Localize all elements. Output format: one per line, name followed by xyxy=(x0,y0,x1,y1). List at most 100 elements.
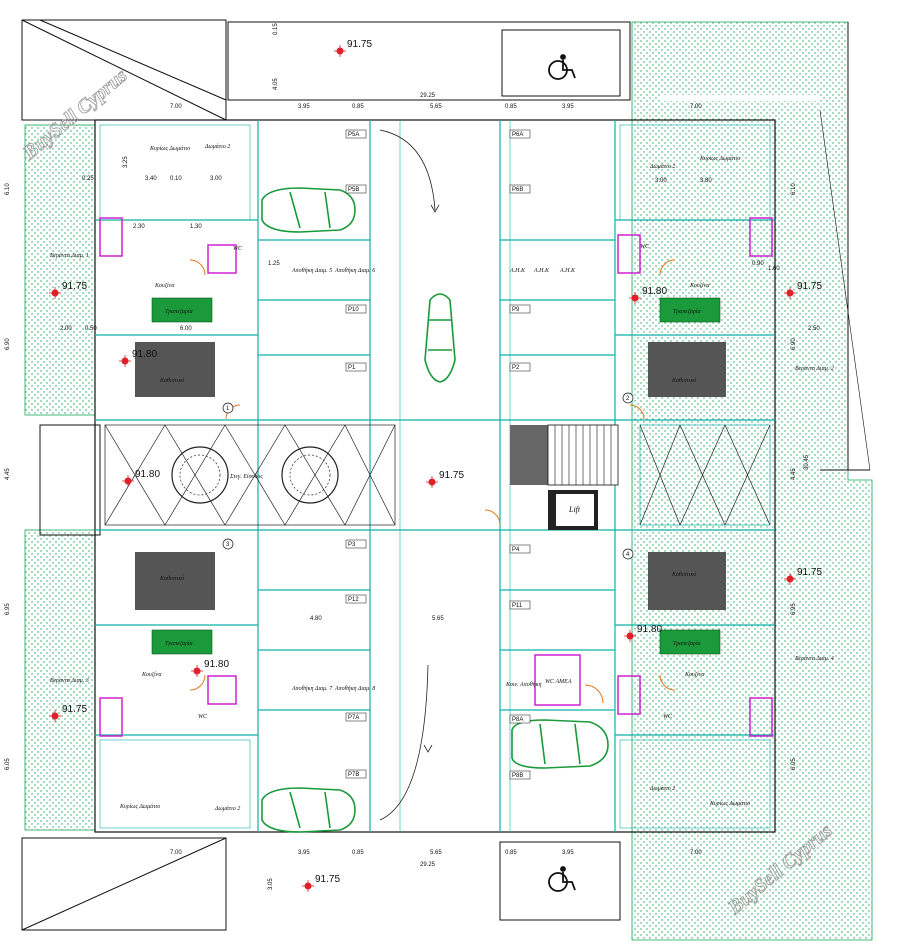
dim-bottom: 0.85 xyxy=(352,850,364,856)
parking-label: P6B xyxy=(512,187,523,193)
level-text-top: 91.75 xyxy=(347,39,372,50)
veranda-label-4: Βεράντα Διαμ. 4 xyxy=(795,655,834,662)
garden-areas xyxy=(24,21,873,941)
living-furniture xyxy=(135,342,726,610)
parking-space-P11: P11 xyxy=(509,600,531,610)
parking-space-P6B: P6B xyxy=(509,184,531,194)
dim-top-total: 29.25 xyxy=(420,93,436,99)
parking-space-P5B: P5B xyxy=(345,184,367,194)
dim-top: 0.85 xyxy=(352,104,364,110)
bedroom2-label-2: Δωμάτιο 2 xyxy=(649,164,675,170)
parking-space-P4: P4 xyxy=(509,544,531,554)
dining-label-2: Τραπεζαρία xyxy=(673,308,702,315)
dim-misc: 4.80 xyxy=(310,616,322,622)
level-text-flat1: 91.80 xyxy=(132,349,157,360)
dim-top: 7.00 xyxy=(170,104,182,110)
wc-amea-label: WC ΑΜΕΑ xyxy=(545,679,572,685)
dim-left: 4.45 xyxy=(5,468,11,480)
dim-misc: 3.00 xyxy=(655,178,667,184)
dim-left: 6.10 xyxy=(5,183,11,195)
veranda-label-3: Βεράντα Διαμ. 3 xyxy=(50,678,89,684)
flat-numbers: 1 2 3 4 xyxy=(222,392,634,560)
dim-misc: 0.90 xyxy=(752,261,764,267)
driveway-arrows xyxy=(379,129,440,821)
parking-space-P9: P9 xyxy=(509,304,531,314)
meter-label-3: Α.Η.Κ xyxy=(559,268,576,274)
level-text-left_garden_top: 91.75 xyxy=(62,281,87,292)
flat-number-3: 3 xyxy=(226,542,230,548)
dim-misc: 3.40 xyxy=(145,176,157,182)
dim-left: 6.90 xyxy=(5,338,11,350)
level-text-flat4: 91.80 xyxy=(637,624,662,635)
living-label-2: Καθιστικό xyxy=(671,378,696,384)
dim-misc: 0.50 xyxy=(85,326,97,332)
dim-bottom: 7.00 xyxy=(690,850,702,856)
living-label-1: Καθιστικό xyxy=(159,378,184,384)
dim-misc: 1.60 xyxy=(768,266,780,272)
parking-space-P10: P10 xyxy=(345,304,367,314)
accessible-parking-icon xyxy=(548,54,576,892)
flat-number-2: 2 xyxy=(626,396,630,402)
dim-top: 0.85 xyxy=(505,104,517,110)
parking-label: P10 xyxy=(348,307,359,313)
dim-top: 3.95 xyxy=(298,104,310,110)
veranda-label-1: Βεράντα Διαμ. 1 xyxy=(50,253,89,259)
parking-space-P7A: P7A xyxy=(345,712,367,722)
bedroom2-label-4: Δωμάτιο 2 xyxy=(649,786,675,792)
level-text-flat3: 91.80 xyxy=(204,659,229,670)
dim-top: 7.00 xyxy=(690,104,702,110)
level-marker-flat2: 91.80 xyxy=(629,286,667,304)
dining-label-4: Τραπεζαρία xyxy=(673,640,702,647)
dim-misc: 3.00 xyxy=(210,176,222,182)
parking-label: P8A xyxy=(512,717,523,723)
dim-misc: 2.50 xyxy=(808,326,820,332)
dim-misc: 2.00 xyxy=(60,326,72,332)
level-text-center: 91.75 xyxy=(439,470,464,481)
level-marker-center: 91.75 xyxy=(426,470,464,488)
parking-space-P6A: P6A xyxy=(509,129,531,139)
dim-top: 3.95 xyxy=(562,104,574,110)
parking-space-P5A: P5A xyxy=(345,129,367,139)
common-storage-label: Κοιν. Αποθήκη xyxy=(505,682,542,688)
level-marker-top: 91.75 xyxy=(334,39,372,57)
parking-label: P5A xyxy=(348,132,359,138)
dim-right: 30.45 xyxy=(804,454,810,470)
living-label-3: Καθιστικό xyxy=(159,576,184,582)
parking-space-P8B: P8B xyxy=(509,770,531,780)
site-boundary xyxy=(21,19,871,931)
dim-right: 6.05 xyxy=(791,758,797,770)
dim-misc: 1.25 xyxy=(268,261,280,267)
parking-label: P8B xyxy=(512,773,523,779)
flat-number-1: 1 xyxy=(226,406,230,412)
meter-label-2: Α.Η.Κ xyxy=(533,268,550,274)
dim-misc: 0.25 xyxy=(82,176,94,182)
parking-label: P7B xyxy=(348,772,359,778)
dim-top: 5.65 xyxy=(430,104,442,110)
dim-misc: 1.30 xyxy=(190,224,202,230)
corridor-label: Στεγ. Είσοδος xyxy=(229,474,263,480)
level-marker-flat1: 91.80 xyxy=(119,349,157,367)
dim-misc: 2.30 xyxy=(133,224,145,230)
kitchen-label-1: Κουζίνα xyxy=(154,282,175,289)
kitchen-label-2: Κουζίνα xyxy=(689,282,710,289)
parking-label: P7A xyxy=(348,715,359,721)
parking-label: P3 xyxy=(348,542,356,548)
parking-label: P12 xyxy=(348,597,359,603)
dim-bottom-total: 29.25 xyxy=(420,862,436,868)
level-text-right_garden_bottom: 91.75 xyxy=(797,567,822,578)
level-marker-bottom: 91.75 xyxy=(302,874,340,892)
sanitary-fixtures xyxy=(99,217,773,737)
level-text-flat2: 91.80 xyxy=(642,286,667,297)
building-structure xyxy=(94,119,776,833)
level-text-right_garden_top: 91.75 xyxy=(797,281,822,292)
car-icons xyxy=(261,187,609,833)
lift-label: Lift xyxy=(568,505,581,514)
parking-space-P3: P3 xyxy=(345,539,367,549)
level-marker-flat4: 91.80 xyxy=(624,624,662,642)
level-marker-right_garden_bottom: 91.75 xyxy=(784,567,822,585)
storage-label-7: Αποθήκη Διαμ. 7 xyxy=(291,686,333,692)
storage-label-8: Αποθήκη Διαμ. 8 xyxy=(334,686,375,692)
wc-label-3: WC xyxy=(198,714,208,720)
level-marker-left_garden_bottom: 91.75 xyxy=(49,704,87,722)
